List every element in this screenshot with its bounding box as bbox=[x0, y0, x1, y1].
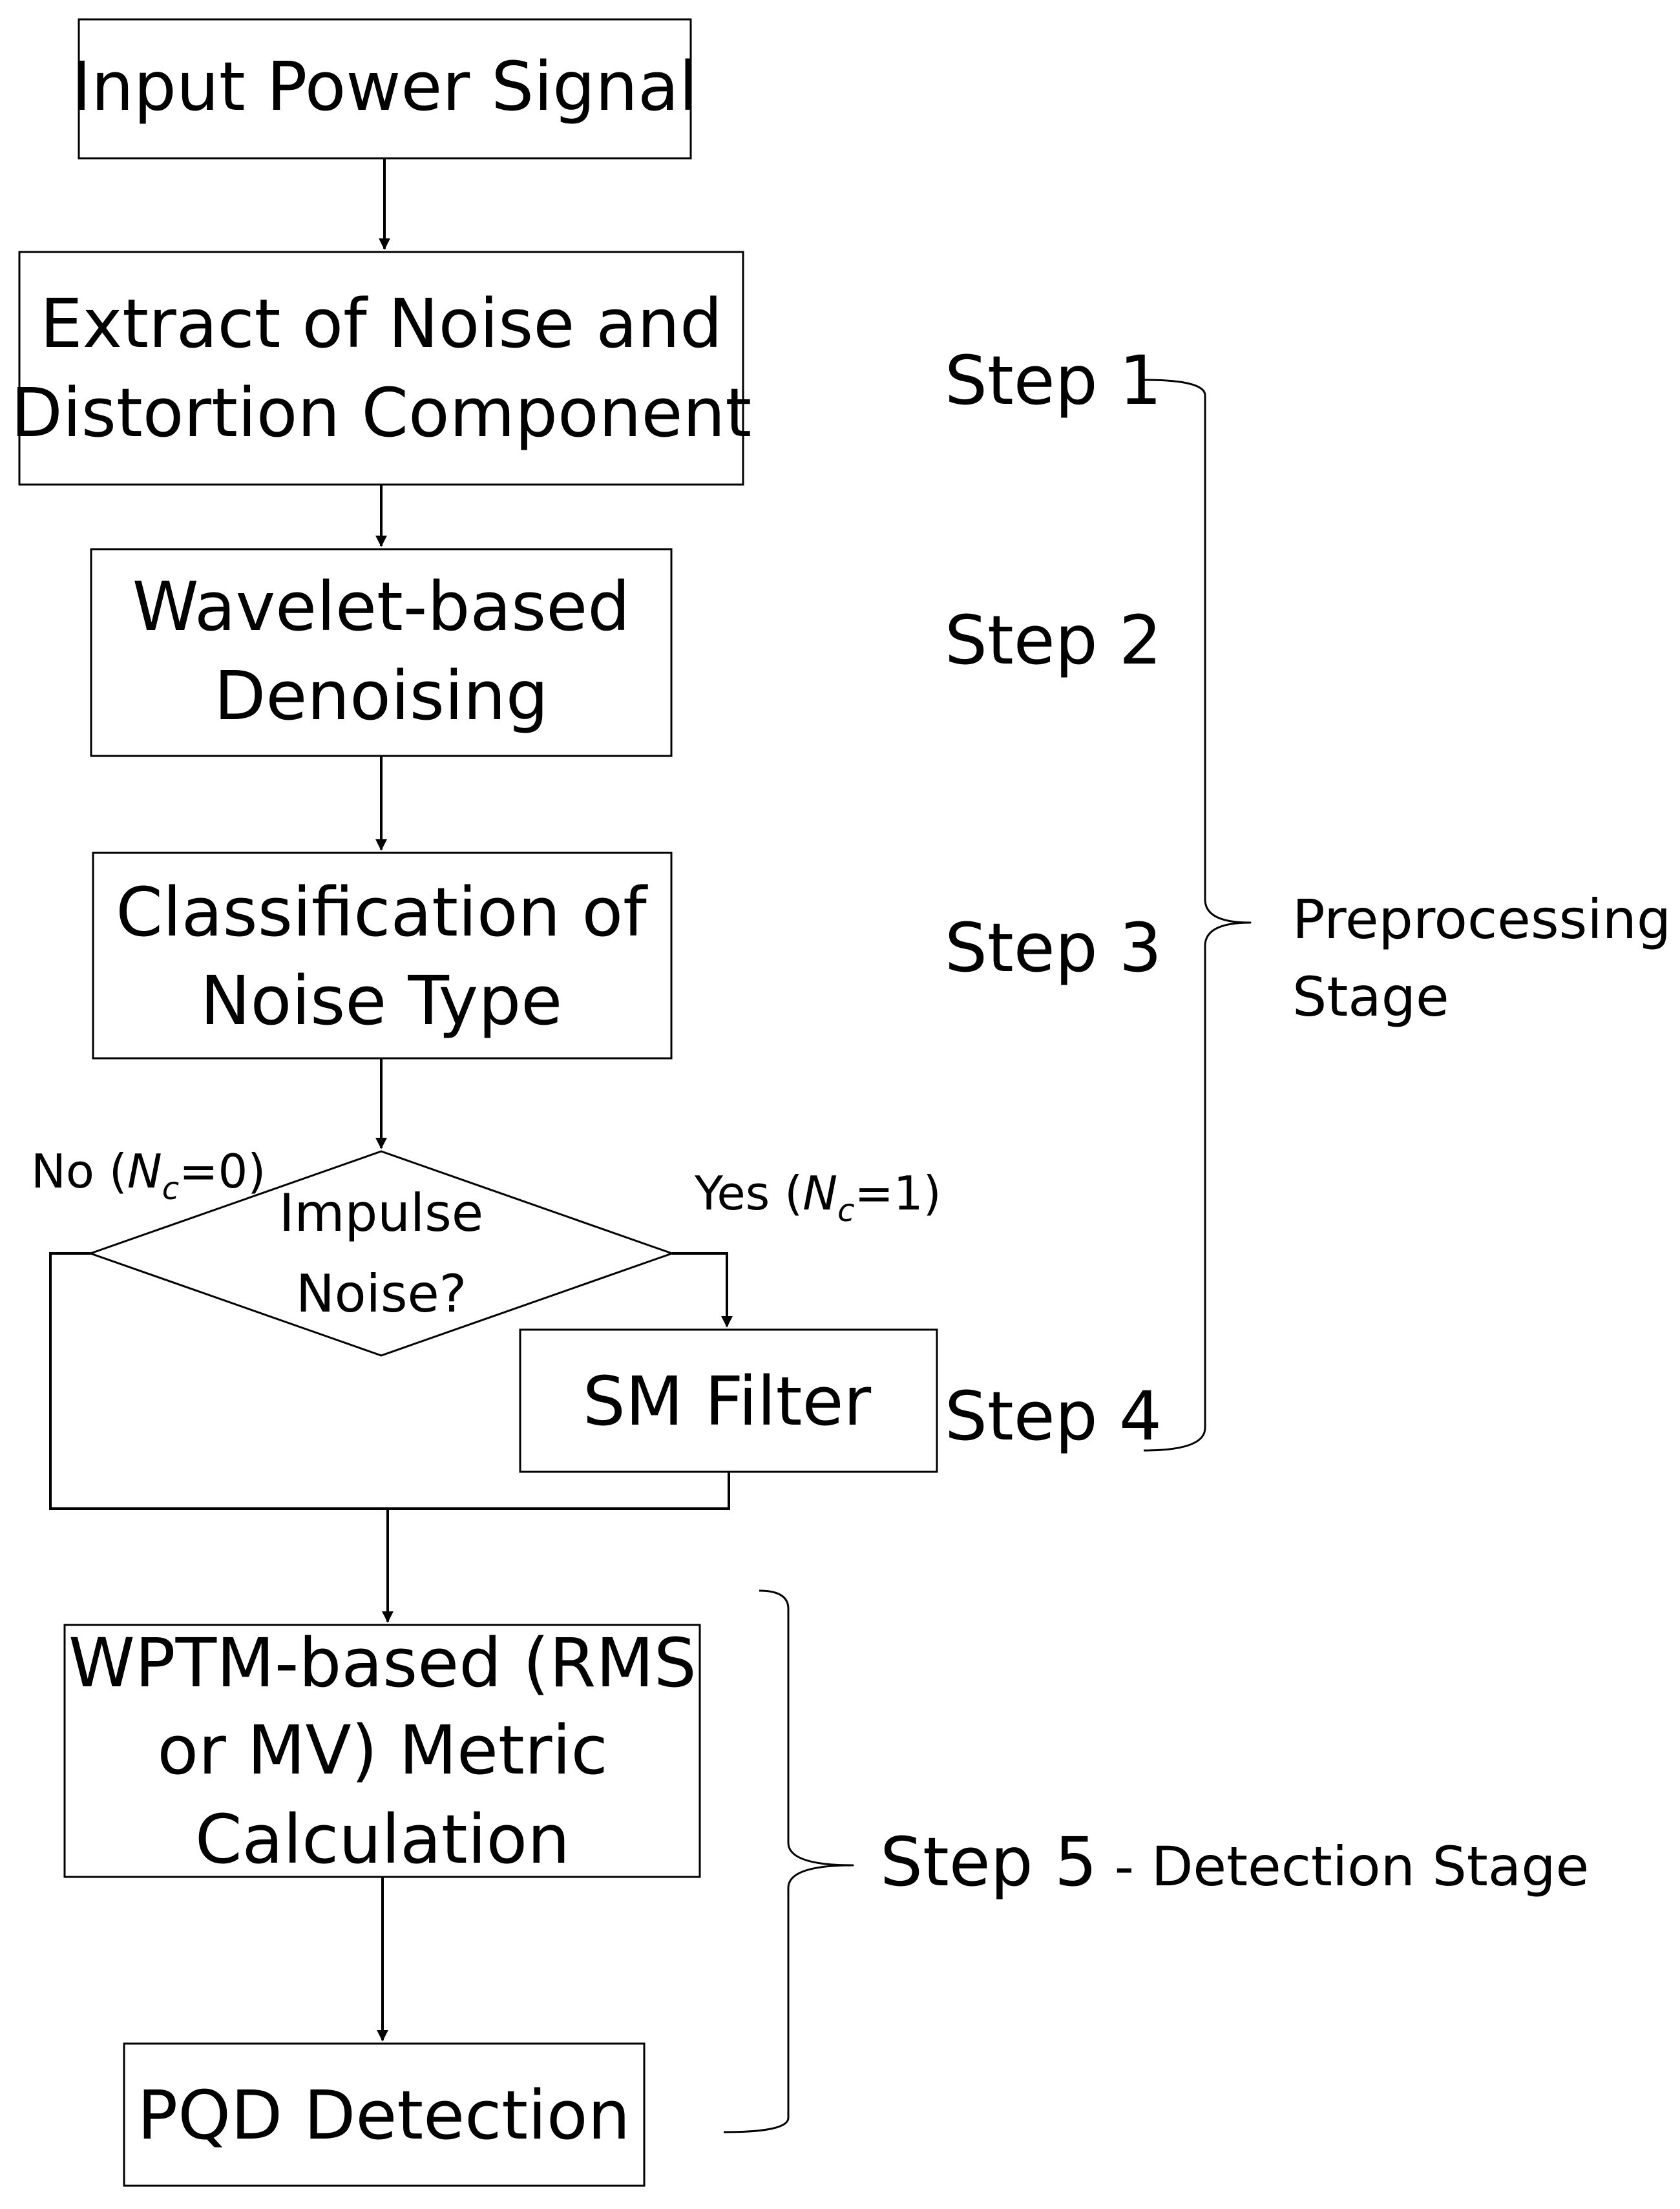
preprocessing-brace bbox=[1143, 379, 1252, 1452]
node-classify-line-1: Classification of bbox=[116, 873, 648, 952]
node-wptm-line-1: WPTM-based (RMS bbox=[68, 1624, 697, 1702]
node-wavelet-line-2: Denoising bbox=[214, 656, 549, 735]
node-wavelet-line-1: Wavelet-based bbox=[132, 567, 631, 646]
node-wavelet: Wavelet-based Denoising bbox=[90, 548, 673, 757]
node-classify-line-2: Noise Type bbox=[200, 961, 562, 1040]
node-sm-filter-label: SM Filter bbox=[583, 1362, 872, 1441]
step-2-label: Step 2 bbox=[945, 601, 1162, 680]
detection-brace bbox=[723, 1589, 854, 2133]
node-input: Input Power Signal bbox=[71, 18, 698, 160]
node-wptm: WPTM-based (RMS or MV) Metric Calculatio… bbox=[63, 1624, 701, 1879]
preprocessing-label-line-1: Preprocessing bbox=[1292, 888, 1671, 951]
node-extract-line-2: Distortion Component bbox=[11, 373, 751, 452]
node-wptm-line-2: or MV) Metric bbox=[157, 1711, 607, 1790]
node-decision-line-2: Noise? bbox=[296, 1264, 467, 1324]
merge-line bbox=[49, 1252, 730, 1510]
node-classify: Classification of Noise Type bbox=[92, 852, 673, 1060]
branch-no-label: No (Nc=0) bbox=[31, 1144, 266, 1207]
node-pqd-label: PQD Detection bbox=[138, 2076, 631, 2155]
node-decision: Impulse Noise? bbox=[87, 1150, 675, 1357]
branch-yes-label: Yes (Nc=1) bbox=[694, 1166, 941, 1229]
node-pqd: PQD Detection bbox=[123, 2042, 646, 2187]
node-sm-filter: SM Filter bbox=[519, 1328, 938, 1473]
step-1-label: Step 1 bbox=[945, 341, 1162, 420]
node-decision-line-1: Impulse bbox=[279, 1183, 483, 1243]
step-4-label: Step 4 bbox=[945, 1377, 1162, 1456]
arrow-yes-to-sm-filter bbox=[672, 1252, 733, 1328]
node-input-label: Input Power Signal bbox=[71, 47, 697, 126]
step-5-label: Step 5 - Detection Stage bbox=[880, 1823, 1589, 1901]
preprocessing-label-line-2: Stage bbox=[1292, 965, 1449, 1029]
step-3-label: Step 3 bbox=[945, 908, 1162, 987]
node-extract-line-1: Extract of Noise and bbox=[40, 284, 722, 363]
node-wptm-line-3: Calculation bbox=[195, 1800, 570, 1879]
node-extract: Extract of Noise and Distortion Componen… bbox=[11, 251, 751, 486]
